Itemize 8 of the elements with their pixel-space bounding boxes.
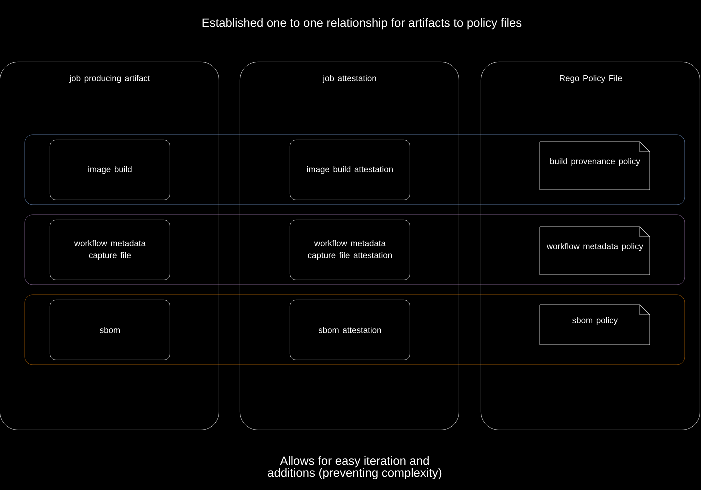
process-box: sbom attestation: [290, 300, 410, 360]
process-box: workflow metadata capture file: [50, 220, 170, 280]
process-box: workflow metadata capture file attestation: [290, 220, 410, 280]
title: Established one to one relationship for artifacts to policy files: [202, 18, 522, 30]
process-box: image build attestation: [290, 140, 410, 200]
caption: Allows for easy iteration and additions (preventing complexity): [268, 456, 442, 480]
process-box: sbom: [50, 300, 170, 360]
process-box: image build: [50, 140, 170, 200]
